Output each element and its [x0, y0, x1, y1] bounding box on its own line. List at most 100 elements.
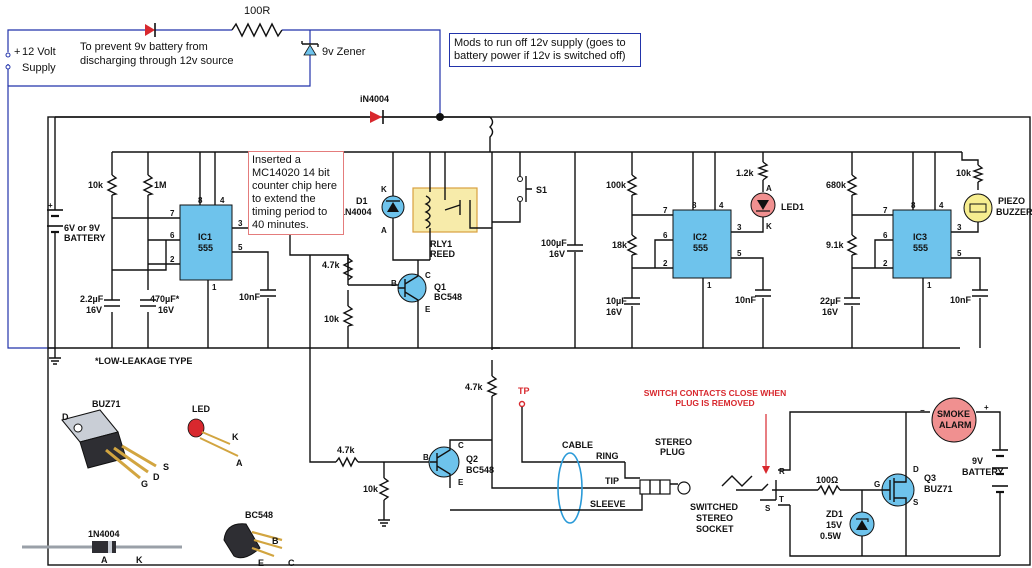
ic2-pin7: 7	[663, 206, 668, 215]
q2-type: BC548	[466, 465, 494, 475]
led-part-pin-k: K	[232, 432, 239, 442]
led1-label: LED1	[781, 202, 804, 212]
battery-plus: +	[48, 201, 53, 210]
c-2u2-label: 2.2µF	[80, 294, 104, 304]
q3-pin-g: G	[874, 480, 880, 489]
diode-part-pin-k: K	[136, 555, 143, 565]
stereo-plug-label-2: PLUG	[660, 447, 685, 457]
r-100-label: 100Ω	[816, 475, 838, 485]
socket-label-2: STEREO	[696, 513, 733, 523]
led-part-pin-a: A	[236, 458, 243, 468]
r-4k7-a-label: 4.7k	[322, 260, 341, 270]
q3-pin-s: S	[913, 498, 919, 507]
buz71-pin-g: G	[141, 479, 148, 489]
ic1-pin8: 8	[198, 196, 203, 205]
piezo-buzzer	[963, 193, 993, 223]
ic2-pin1: 1	[707, 281, 712, 290]
low-leakage-note: *LOW-LEAKAGE TYPE	[95, 356, 192, 366]
q2-section: 4.7k 10k Q2 BC548 B C E 4.7k TP CABLE ST…	[309, 255, 692, 527]
q2-pin-b: B	[423, 453, 429, 462]
battery-9v-label-2: BATTERY	[962, 467, 1004, 477]
supply-plus: +	[14, 46, 20, 58]
r-4k7-b-label: 4.7k	[465, 382, 484, 392]
r-9k1-label: 9.1k	[826, 240, 845, 250]
ic1-pin6: 6	[170, 231, 175, 240]
cable-label: CABLE	[562, 440, 593, 450]
relay-label: RLY1	[430, 239, 452, 249]
c-10u-voltage: 16V	[606, 307, 622, 317]
battery-9v-label-1: 9V	[972, 456, 983, 466]
d1-pin-k: K	[381, 185, 387, 194]
switch-s1: S1	[491, 152, 547, 350]
led1-pin-a: A	[766, 184, 772, 193]
c-22u-label: 22µF	[820, 296, 841, 306]
d1-type: 1N4004	[340, 207, 372, 217]
bc548-part-pin-c: C	[288, 558, 295, 568]
zd1-name: ZD1	[826, 509, 843, 519]
c-100u-label: 100µF	[541, 238, 567, 248]
smoke-alarm-plus: +	[984, 403, 989, 412]
ic3-pin2: 2	[883, 259, 888, 268]
relay-section: 4.7k 10k Q1 BC548 C E B D1 1N4004 K A RL…	[248, 152, 492, 348]
zd1-voltage: 15V	[826, 520, 842, 530]
q3-pin-d: D	[913, 465, 919, 474]
r-4k7-c-label: 4.7k	[337, 445, 356, 455]
battery-label-2: BATTERY	[64, 233, 106, 243]
ic3-type: 555	[913, 243, 928, 253]
d1-name: D1	[356, 196, 368, 206]
ic2-section: 100k 18k 10µF 16V IC2 555 10nF 7 6 2 8 4…	[606, 152, 804, 348]
ic1-pin1: 1	[212, 283, 217, 292]
q3-type: BUZ71	[924, 484, 953, 494]
bc548-part-label: BC548	[245, 510, 273, 520]
mc14020-note: Inserted a MC14020 14 bit counter chip h…	[248, 151, 344, 235]
ic2-pin8: 8	[692, 201, 697, 210]
q1-name: Q1	[434, 282, 446, 292]
buz71-pin-d2: D	[153, 472, 160, 482]
ic1-pin7: 7	[170, 209, 175, 218]
part-led: LED K A	[187, 404, 243, 468]
s1-label: S1	[536, 185, 547, 195]
r-680k-label: 680k	[826, 180, 847, 190]
ring-label: RING	[596, 451, 619, 461]
q1-pin-e: E	[425, 305, 431, 314]
smoke-alarm-section: SWITCH CONTACTS CLOSE WHEN PLUG IS REMOV…	[644, 388, 1008, 557]
d1-pin-a: A	[381, 226, 387, 235]
mods-note: Mods to run off 12v supply (goes to batt…	[449, 33, 641, 67]
q2-name: Q2	[466, 454, 478, 464]
c-22u-voltage: 16V	[822, 307, 838, 317]
buz71-label: BUZ71	[92, 399, 121, 409]
ic2-pin3: 3	[737, 223, 742, 232]
diode-note: To prevent 9v battery from discharging t…	[80, 41, 233, 67]
ic3-pin7: 7	[883, 206, 888, 215]
socket-pin-t: T	[779, 495, 784, 504]
ic1-chip	[179, 204, 233, 281]
ic3-pin1: 1	[927, 281, 932, 290]
ic3-pin3: 3	[957, 223, 962, 232]
sleeve-label: SLEEVE	[590, 499, 626, 509]
q2-pin-e: E	[458, 478, 464, 487]
ic3-pin4: 4	[939, 201, 944, 210]
ic1-pin5: 5	[238, 243, 243, 252]
tip-label: TIP	[605, 476, 619, 486]
ic3-pin8: 8	[911, 201, 916, 210]
ic1-type: 555	[198, 243, 213, 253]
c-10n-1-label: 10nF	[239, 292, 261, 302]
ic2-chip	[672, 209, 732, 279]
smoke-alarm-minus: −	[920, 406, 925, 415]
ic1-pin4: 4	[220, 196, 225, 205]
socket-label-3: SOCKET	[696, 524, 734, 534]
supply-mod: + 12 Volt Supply 100R 9v Zener To preven…	[5, 5, 441, 349]
ic2-pin5: 5	[737, 249, 742, 258]
ic3-pin6: 6	[883, 231, 888, 240]
c-2u2-voltage: 16V	[86, 305, 102, 315]
supply-diode	[145, 23, 156, 37]
r-1m-label: 1M	[154, 180, 167, 190]
q1-pin-c: C	[425, 271, 431, 280]
piezo-label-1: PIEZO	[998, 196, 1025, 206]
ic2-name: IC2	[693, 232, 707, 242]
ic3-chip	[892, 209, 952, 279]
relay-type: REED	[430, 249, 456, 259]
ic2-type: 555	[693, 243, 708, 253]
c-10n-2-label: 10nF	[735, 295, 757, 305]
bc548-part-pin-e: E	[258, 558, 264, 568]
